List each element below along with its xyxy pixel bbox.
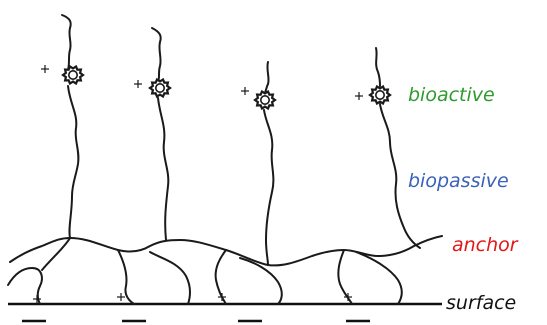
bioactive-tether-4 — [375, 47, 381, 87]
bioactive-tether-1 — [61, 14, 72, 71]
anchor-loop-4 — [149, 251, 191, 305]
polymer-chain-2 — [134, 27, 172, 241]
label-surface: surface — [446, 292, 517, 314]
biopassive-chain-3 — [263, 109, 275, 266]
anchor-loop-2 — [41, 237, 71, 271]
anchor-loop-1 — [7, 267, 43, 305]
bioactive-tether-2 — [151, 27, 162, 83]
polymer-chain-1 — [41, 14, 85, 239]
label-bioactive: bioactive — [408, 84, 495, 106]
biopassive-chain-4 — [379, 103, 421, 249]
anchor-loop-6 — [239, 257, 283, 305]
anchor-loop-3 — [117, 249, 135, 305]
anchor-loop-7 — [337, 249, 353, 305]
anchor-loop-5 — [214, 249, 227, 305]
label-anchor: anchor — [452, 234, 518, 256]
biopassive-chain-1 — [67, 85, 80, 239]
label-biopassive: biopassive — [408, 170, 509, 192]
bioactive-tether-3 — [263, 61, 270, 95]
surface-layer — [8, 302, 442, 323]
polymer-chain-3 — [241, 61, 277, 266]
biopassive-chain-2 — [157, 97, 170, 241]
anchor-layer — [7, 235, 443, 305]
polymer-chain-4 — [355, 47, 421, 249]
anchor-loop-8 — [355, 251, 403, 305]
